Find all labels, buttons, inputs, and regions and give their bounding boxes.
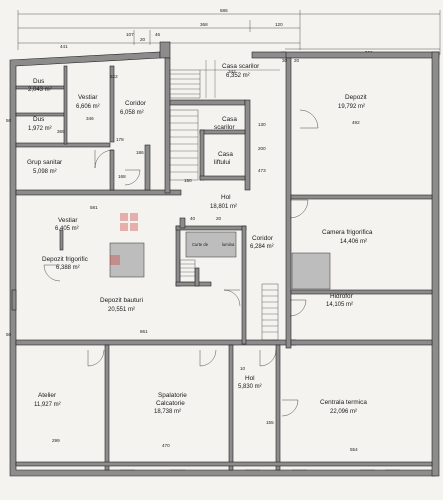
room-atelier-area: 11,927 m² xyxy=(34,402,61,408)
dim-200: 200 xyxy=(258,146,266,151)
room-vestiar-2-area: 6,405 m² xyxy=(55,226,79,232)
room-coridor-1-area: 6,058 m² xyxy=(120,110,144,116)
room-centrala-area: 22,096 m² xyxy=(330,409,357,415)
doors xyxy=(43,109,319,417)
dim-40: 40 xyxy=(190,216,196,221)
room-casa-scarilor-2-name: Casa xyxy=(222,116,237,123)
room-spalatorie-name2: Calcatorie xyxy=(156,400,185,407)
top-dimensions: 586 368 120 107 20 46 441 506 xyxy=(17,8,441,55)
staircase-middle xyxy=(179,259,279,341)
room-depozit-frigorific-area: 6,388 m² xyxy=(56,265,80,271)
room-dus-2-name: Dus xyxy=(33,116,44,123)
interior-dimensions: 522 342 30 20 50 346 365 178 130 492 200… xyxy=(6,58,360,452)
room-atelier-name: Atelier xyxy=(38,392,57,399)
room-dus-1-name: Dus xyxy=(33,78,44,85)
room-coridor-2-area: 6,284 m² xyxy=(250,244,274,250)
dim-50-bottom: 50 xyxy=(6,332,12,337)
room-hidrofor-name: Hidrofor xyxy=(330,293,354,300)
room-curte-lumina-name: Curte de xyxy=(192,242,209,247)
interior-walls xyxy=(11,57,433,471)
dim-20-top: 20 xyxy=(140,37,146,42)
room-casa-liftului-name2: liftului xyxy=(214,159,230,166)
room-grup-sanitar-name: Grup sanitar xyxy=(27,159,63,166)
dim-346: 346 xyxy=(86,116,94,121)
dim-46: 46 xyxy=(155,32,161,37)
room-dus-2-area: 1,972 m² xyxy=(28,126,52,132)
dim-365: 365 xyxy=(57,129,65,134)
room-curte-lumina-name2: lumina xyxy=(222,242,235,247)
room-vestiar-2-name: Vestiar xyxy=(58,217,78,224)
dim-30: 30 xyxy=(282,58,288,63)
dim-368: 368 xyxy=(200,22,208,27)
dim-492: 492 xyxy=(352,120,360,125)
dim-342: 342 xyxy=(228,69,236,74)
room-camera-frigorifica-name: Camera frigorifica xyxy=(322,229,373,236)
dim-150: 150 xyxy=(184,178,192,183)
room-depozit-name: Depozit xyxy=(345,94,367,101)
dim-120: 120 xyxy=(275,22,283,27)
room-hol-1-name: Hol xyxy=(221,194,231,201)
outer-walls xyxy=(9,41,440,477)
room-labels: Dus 2,043 m² Dus 1,972 m² Vestiar 6,606 … xyxy=(27,63,373,415)
room-depozit-bauturi-area: 20,551 m² xyxy=(108,307,135,313)
dim-554: 554 xyxy=(350,447,358,452)
dim-107: 107 xyxy=(126,32,134,37)
watermark-logo xyxy=(110,213,138,265)
room-vestiar-1-name: Vestiar xyxy=(78,94,98,101)
room-vestiar-1-area: 6,606 m² xyxy=(76,104,100,110)
room-coridor-2-name: Coridor xyxy=(252,235,274,242)
room-coridor-1-name: Coridor xyxy=(125,100,147,107)
dim-861: 861 xyxy=(140,329,148,334)
dim-581: 581 xyxy=(90,205,98,210)
room-depozit-area: 19,792 m² xyxy=(338,104,365,110)
room-camera-frigorifica-area: 14,406 m² xyxy=(340,239,367,245)
room-casa-scarilor-area: 6,352 m² xyxy=(226,73,250,79)
dim-441: 441 xyxy=(60,44,68,49)
dim-470: 470 xyxy=(162,443,170,448)
room-hol-2-area: 5,830 m² xyxy=(238,384,262,390)
dim-522: 522 xyxy=(110,74,118,79)
room-casa-scarilor-2-name2: scarilor xyxy=(214,124,235,131)
dim-20-mid: 20 xyxy=(216,216,222,221)
dim-155: 155 xyxy=(266,420,274,425)
dim-50-left: 50 xyxy=(6,118,12,123)
dim-473: 473 xyxy=(258,168,266,173)
dim-186: 186 xyxy=(136,150,144,155)
dim-20-right: 20 xyxy=(294,58,300,63)
room-hol-2-name: Hol xyxy=(245,375,255,382)
dim-586: 586 xyxy=(220,8,228,13)
room-depozit-frigorific-name: Depozit frigorific xyxy=(42,256,89,263)
room-depozit-bauturi-name: Depozit bauturi xyxy=(100,297,143,304)
room-hidrofor-area: 14,105 m² xyxy=(326,302,353,308)
dim-10: 10 xyxy=(240,366,246,371)
dim-168: 168 xyxy=(118,174,126,179)
dim-130: 130 xyxy=(258,122,266,127)
room-hol-1-area: 18,801 m² xyxy=(210,204,237,210)
light-walls xyxy=(109,231,331,290)
room-grup-sanitar-area: 5,098 m² xyxy=(33,169,57,175)
dim-299: 299 xyxy=(52,438,60,443)
room-spalatorie-area: 18,738 m² xyxy=(154,409,181,415)
dim-178: 178 xyxy=(116,137,124,142)
staircase-top xyxy=(169,60,280,181)
room-casa-liftului-name: Casa xyxy=(218,151,233,158)
room-dus-1-area: 2,043 m² xyxy=(28,87,52,93)
room-spalatorie-name: Spalatorie xyxy=(158,392,187,399)
room-centrala-name: Centrala termica xyxy=(320,399,367,406)
room-casa-scarilor-name: Casa scarilor xyxy=(222,63,260,70)
